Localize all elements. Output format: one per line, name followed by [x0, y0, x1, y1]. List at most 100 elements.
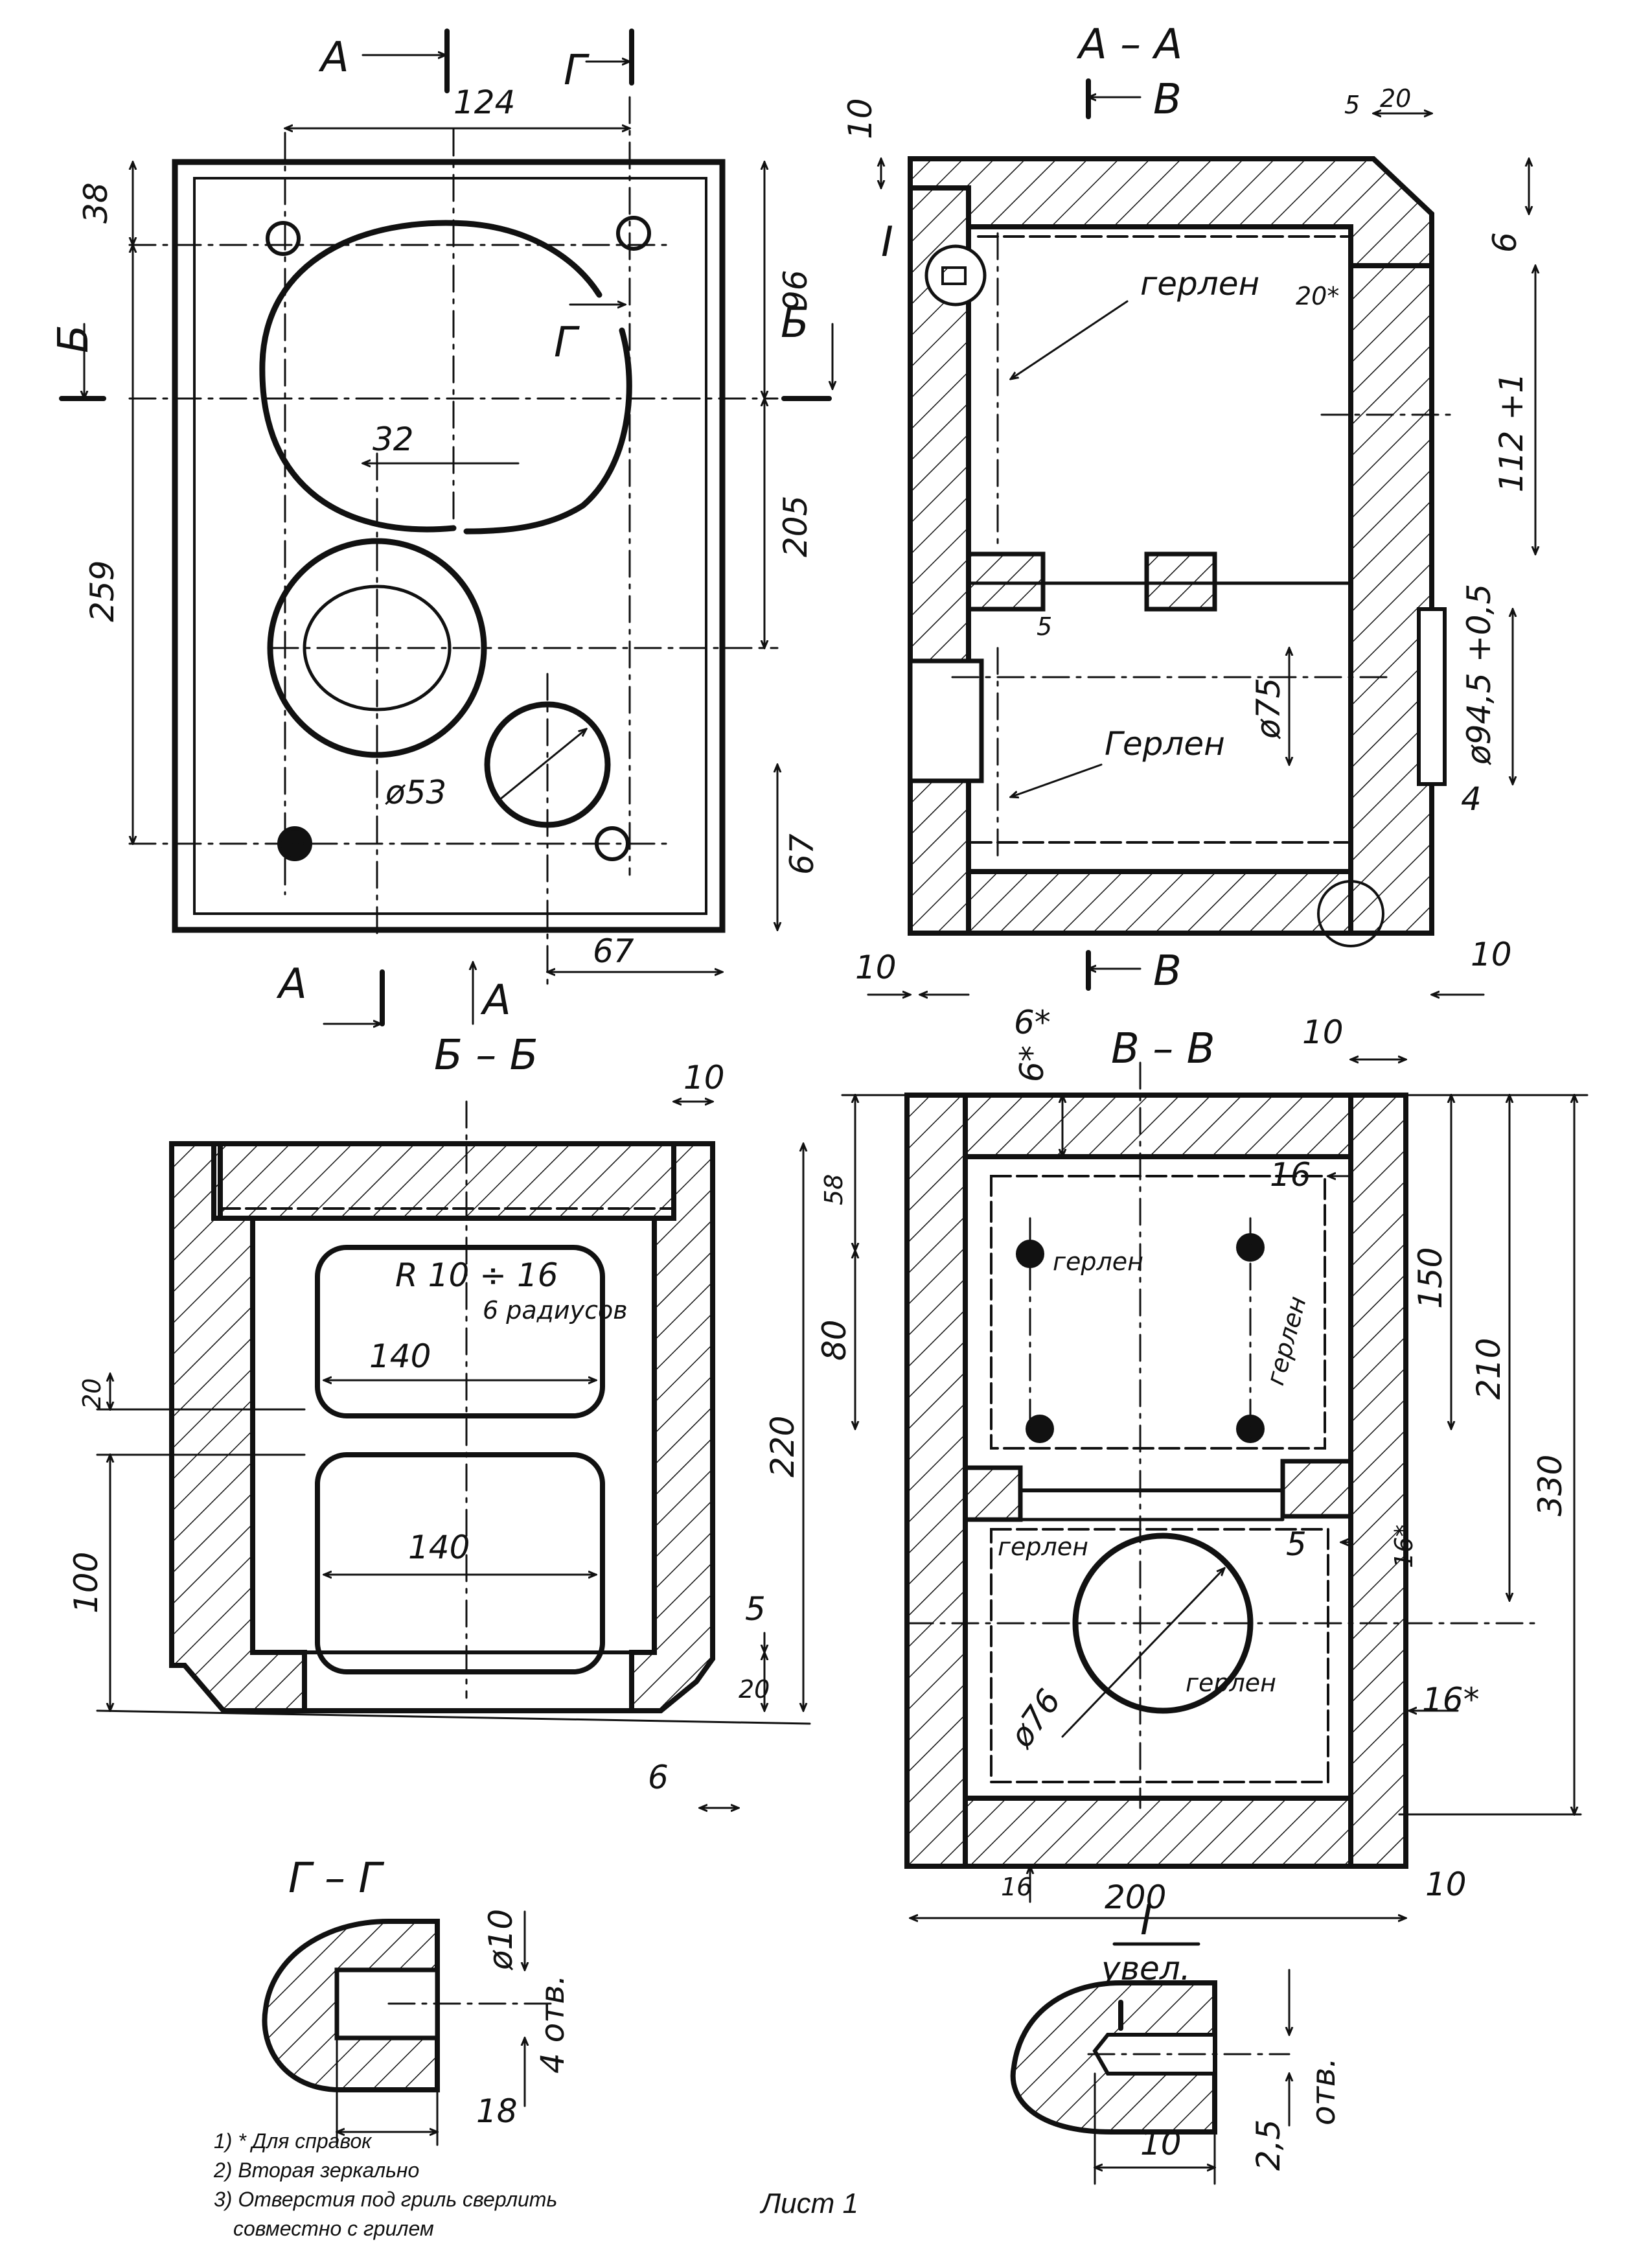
vv-dim-16-ref-b: 16*	[1422, 1681, 1480, 1718]
aa-label-b-top: В	[1153, 76, 1182, 124]
note-3: 3) Отверстия под гриль сверлить	[214, 2188, 557, 2211]
aa-dim-94-5: ø94,5 +0,5	[1460, 584, 1498, 765]
aa-dim-4: 4	[1461, 780, 1482, 818]
vv-dim-10-top: 10	[1302, 1013, 1344, 1051]
woofer-cutout	[259, 220, 632, 535]
aa-bottom-detail	[1317, 880, 1384, 947]
bb-shell-left	[169, 1141, 307, 1713]
aa-dim-75: ø75	[1250, 678, 1287, 739]
bb-dim-10: 10	[683, 1059, 725, 1096]
dim-32: 32	[373, 421, 414, 458]
aa-dim-10-bottom-left: 10	[855, 949, 897, 986]
dim-53: ø53	[385, 774, 446, 811]
bb-dim-6: 6	[648, 1759, 669, 1796]
vv-dim-16-ref-a: 16*	[1390, 1525, 1418, 1568]
vv-shelf-right	[1280, 1459, 1353, 1519]
bb-dim-58: 58	[820, 1174, 848, 1205]
fastener-holes	[266, 216, 651, 861]
label-g-top: Г	[564, 47, 590, 95]
section-gg	[262, 1910, 558, 2146]
center-lines	[128, 96, 779, 986]
vv-gerlen-4: герлен	[1186, 1669, 1276, 1697]
label-g-mid: Г	[554, 319, 580, 367]
note-1: 1) * Для справок	[214, 2129, 373, 2153]
aa-dim-10-top: 10	[842, 98, 879, 139]
vv-shell-left	[904, 1093, 968, 1869]
section-gg-text: Г – Г ø10 4 отв. 18	[288, 1855, 571, 2130]
bb-dim-100: 100	[67, 1552, 105, 1614]
bb-dim-5: 5	[745, 1590, 766, 1628]
label-a-top: А	[318, 34, 349, 82]
vv-dim-16: 16	[1270, 1156, 1311, 1194]
aa-dim-20: 20	[1380, 84, 1411, 113]
label-b-right: Б	[781, 299, 809, 347]
notes-block: 1) * Для справок 2) Вторая зеркально 3) …	[213, 2129, 557, 2240]
bb-upper-window	[315, 1245, 605, 1418]
bb-lower-window	[315, 1452, 605, 1674]
section-bb	[96, 1102, 811, 1808]
gg-title: Г – Г	[288, 1855, 384, 1903]
detail-i-text: I увел. 2,5 отв. 10	[1100, 1897, 1342, 2171]
detail-dim-10: 10	[1140, 2125, 1182, 2162]
bb-top-panel	[211, 1141, 676, 1221]
vv-dim-150: 150	[1412, 1247, 1449, 1309]
aa-dim-6-right: 6	[1486, 232, 1524, 253]
aa-port-window	[908, 658, 984, 783]
aa-dim-10-bottom-right: 10	[1471, 936, 1512, 973]
note-3-continued: совместно с грилем	[233, 2217, 434, 2240]
aa-port-right	[1417, 607, 1447, 786]
dim-67-vertical: 67	[783, 833, 821, 875]
vv-gerlen-2: герлен	[1261, 1293, 1312, 1389]
vv-top-panel	[963, 1093, 1353, 1159]
vv-dim-5: 5	[1286, 1525, 1307, 1563]
vv-gerlen-3: герлен	[998, 1533, 1088, 1561]
bb-radius-note: 6 радиусов	[483, 1296, 628, 1325]
vv-gerlen-1: герлен	[1053, 1247, 1143, 1276]
detail-subtitle: увел.	[1100, 1950, 1191, 1987]
bb-radius-label: R 10 ÷ 16	[395, 1256, 558, 1294]
bb-shell-right	[629, 1141, 715, 1713]
aa-label-gerlen-1: герлен	[1140, 265, 1259, 303]
label-a-bottom-left: А	[276, 960, 307, 1008]
dim-67-horizontal: 67	[593, 932, 634, 970]
front-panel-chamfer	[193, 177, 707, 915]
front-panel-outline	[172, 159, 726, 933]
bb-dim-140-upper: 140	[369, 1337, 431, 1375]
bb-dim-20-lower: 20	[739, 1675, 770, 1704]
vv-bottom-panel	[963, 1796, 1353, 1869]
gg-dim-10: ø10	[482, 1909, 520, 1971]
vv-dim-16-bottom: 16	[1001, 1873, 1032, 1901]
aa-shell-top	[908, 156, 1434, 268]
gg-holes: 4 отв.	[534, 1974, 571, 2074]
vv-title: В – В	[1111, 1025, 1215, 1073]
vv-dim-200: 200	[1105, 1879, 1166, 1916]
aa-dim-5: 5	[1344, 91, 1360, 119]
front-view-text: 124 38 259 96 205 67 67 32 ø53 А Г Б Б Г…	[50, 34, 821, 1024]
dim-96: 96	[777, 270, 814, 311]
aa-dim-112: 112 +1	[1493, 373, 1530, 492]
section-vv	[841, 1059, 1589, 1918]
vv-dim-80: 80	[816, 1319, 853, 1361]
label-a-bottom-right: А	[480, 977, 511, 1024]
aa-bottom	[966, 869, 1353, 936]
section-bb-text: Б – Б R 10 ÷ 16 6 радиусов 10 58 220 20 …	[67, 1032, 848, 1796]
port-outer	[267, 538, 487, 758]
vv-dim-6-ref: 6*	[1013, 1045, 1051, 1082]
bb-dim-140-lower: 140	[408, 1529, 470, 1566]
section-aa	[867, 78, 1535, 995]
aa-label-detail: I	[881, 218, 893, 266]
vv-dim-330: 330	[1532, 1455, 1569, 1516]
dim-205: 205	[777, 496, 814, 557]
bb-title: Б – Б	[434, 1032, 538, 1080]
bb-dim-20: 20	[78, 1378, 106, 1409]
vv-shelf-left	[963, 1465, 1023, 1522]
detail-title: I	[1140, 1897, 1153, 1945]
dim-259: 259	[84, 561, 121, 622]
aa-label-gerlen-2: Герлен	[1105, 725, 1225, 763]
front-view	[59, 29, 832, 1024]
aa-label-b-bottom: В	[1153, 947, 1182, 995]
vv-dim-76: ø76	[1002, 1682, 1068, 1754]
dim-38: 38	[77, 182, 115, 224]
section-aa-text: А – А В В I герлен Герлен 10 5 20 6 20* …	[842, 21, 1530, 1041]
